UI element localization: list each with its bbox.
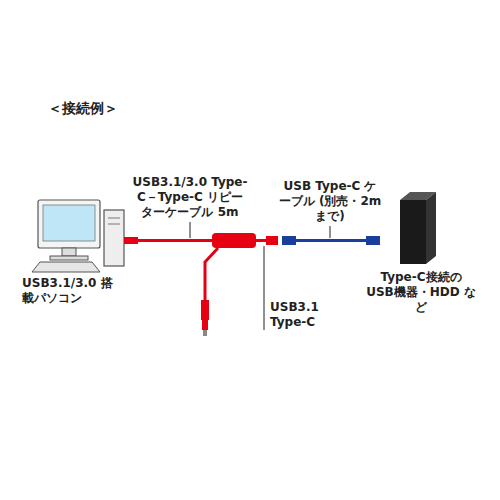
- connector-label: USB3.1 Type-C: [270, 300, 332, 330]
- repeater-cable: [124, 233, 278, 336]
- cable-label: USB Type-C ケーブル (別売・2mまで): [278, 179, 382, 224]
- node-label: Type-C接続の USB機器・HDD など: [365, 270, 477, 315]
- diagram-title: ＜接続例＞: [48, 100, 118, 118]
- pc-illustration: [32, 200, 124, 272]
- device-node: Type-C接続の USB機器・HDD など: [365, 270, 477, 315]
- node-label: USB3.1/3.0 搭載パソコン: [22, 276, 122, 306]
- cable-label: USB3.1/3.0 Type-C－Type-C リピーターケーブル 5m: [131, 175, 249, 220]
- type-c-cable: [282, 236, 380, 245]
- hdd-illustration: [400, 192, 436, 264]
- pc-node: USB3.1/3.0 搭載パソコン: [22, 276, 122, 306]
